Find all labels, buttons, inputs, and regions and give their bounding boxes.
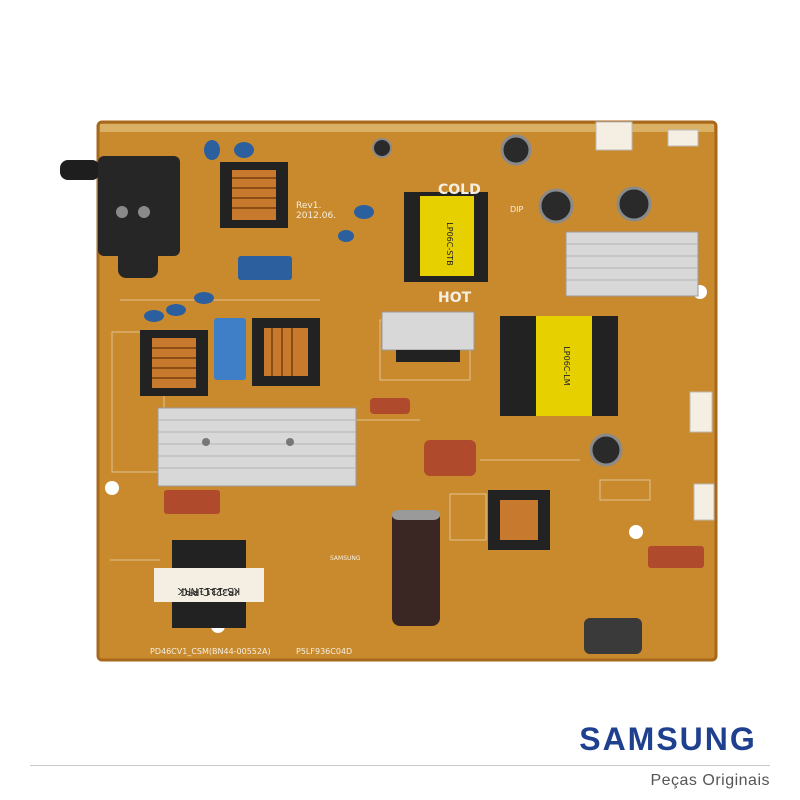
svg-text:2012.06.: 2012.06.: [296, 211, 336, 221]
transformer-main: LP06C-LM: [500, 316, 618, 416]
film-capacitors: [144, 140, 374, 380]
capacitor-group: [372, 134, 652, 654]
transformer-standby: LP06C-STB: [404, 192, 488, 282]
svg-text:IP32LC-PFC: IP32LC-PFC: [181, 586, 238, 597]
heatsink-small: [381, 311, 475, 362]
footer-divider: [30, 765, 770, 766]
samsung-logo: SAMSUNG: [579, 721, 757, 757]
svg-text:SAMSUNG: SAMSUNG: [579, 721, 757, 757]
board-silkscreen: COLD HOT Rev1. 2012.06. DIP PD46CV1_CSM(…: [150, 182, 524, 656]
heatsink-right: [565, 231, 699, 297]
ac-inlet: [60, 156, 180, 278]
capacitor-bulk: [392, 510, 440, 626]
connector-top: [595, 121, 715, 521]
svg-text:KS-1311RRK: KS-1311RRK: [177, 585, 240, 596]
svg-text:PD46CV1_CSM(BN44-00552A): PD46CV1_CSM(BN44-00552A): [150, 647, 271, 656]
inductor-center: [252, 318, 320, 386]
inductor-top: [220, 162, 288, 228]
svg-text:Rev1.: Rev1.: [296, 201, 321, 211]
tagline: Peças Originais: [650, 772, 770, 789]
svg-text:COLD: COLD: [438, 182, 481, 198]
svg-text:SAMSUNG: SAMSUNG: [330, 555, 361, 562]
heatsink-left: [157, 407, 357, 487]
svg-text:LP06C-LM: LP06C-LM: [562, 346, 571, 385]
svg-text:HOT: HOT: [438, 290, 472, 306]
inductor-pfc: [488, 490, 550, 550]
svg-text:P5LF936C04D: P5LF936C04D: [296, 647, 352, 656]
film-capacitors-red: [164, 398, 704, 568]
svg-text:DIP: DIP: [510, 205, 524, 214]
pfc-ic: KS-1311RRK IP32LC-PFC: [154, 540, 264, 628]
svg-text:LP06C-STB: LP06C-STB: [445, 222, 454, 265]
inductor-left: [140, 330, 208, 396]
